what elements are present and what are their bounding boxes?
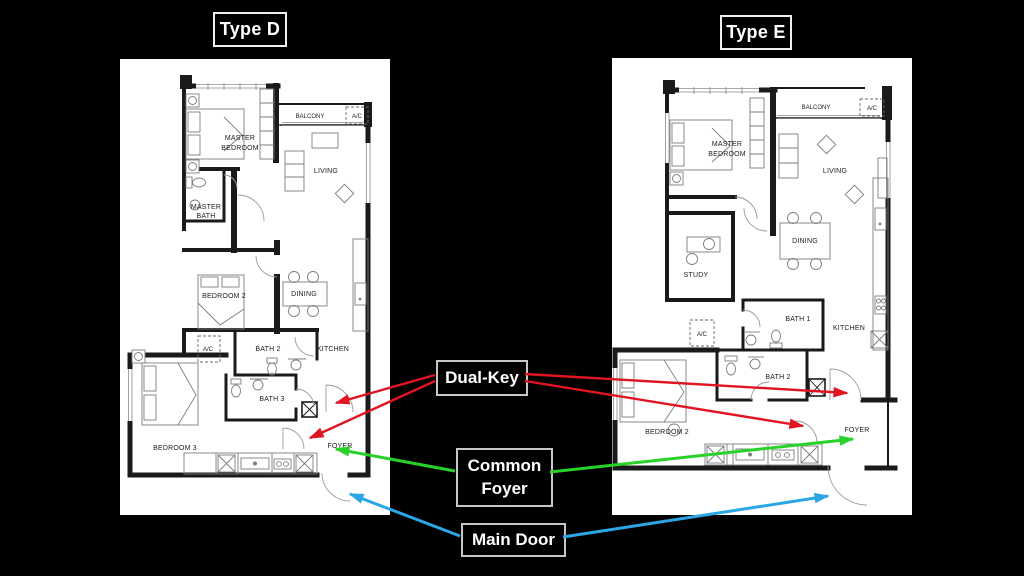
room-label-foyer: FOYER [327,443,352,450]
room-label-study: STUDY [684,272,709,279]
room-label-ac-service: A/C [697,332,708,338]
room-label-dining: DINING [792,238,818,245]
room-label-ac-balcony: A/C [352,114,363,120]
room-label-master-bath: MASTER [191,204,221,211]
room-label-bedroom3: BEDROOM 3 [153,445,197,452]
common-foyer-label: Common Foyer [456,448,553,507]
type-e-windows [612,86,892,420]
room-label-ac-service: A/C [203,347,214,353]
room-label-dining: DINING [291,291,317,298]
room-label-master-bedroom: MASTER [225,135,255,142]
room-label-kitchen: KITCHEN [317,346,349,353]
room-label-balcony: BALCONY [802,105,831,111]
room-label-bath3: BATH 3 [259,396,284,403]
type-d-title: Type D [213,12,287,47]
room-label-foyer: FOYER [844,427,869,434]
svg-text:BATH: BATH [197,213,216,220]
dual-key-label: Dual-Key [436,360,528,396]
room-label-master-bedroom: MASTER [712,141,742,148]
room-label-living: LIVING [314,168,338,175]
room-label-living: LIVING [823,168,847,175]
room-label-bath2: BATH 2 [765,374,790,381]
room-label-bedroom2: BEDROOM 2 [645,429,689,436]
room-label-bath2: BATH 2 [255,346,280,353]
svg-text:BEDROOM: BEDROOM [708,151,746,158]
room-label-ac-balcony: A/C [867,106,878,112]
type-e-title: Type E [720,15,792,50]
type-d-floor-plan: MASTER BEDROOM MASTER BATH BALCONY A/C L… [120,59,390,515]
room-label-balcony: BALCONY [296,114,325,120]
type-e-walls [612,80,898,471]
room-label-bedroom2: BEDROOM 2 [202,293,246,300]
room-label-kitchen: KITCHEN [833,325,865,332]
type-d-furniture [131,88,369,475]
main-door-label: Main Door [461,523,566,557]
type-e-furniture [619,97,889,466]
type-d-doors [223,174,354,502]
type-e-floor-plan: MASTER BEDROOM BALCONY A/C LIVING STUDY … [612,58,912,515]
room-label-bath1: BATH 1 [785,316,810,323]
type-d-windows [126,82,372,421]
svg-text:BEDROOM: BEDROOM [221,145,259,152]
